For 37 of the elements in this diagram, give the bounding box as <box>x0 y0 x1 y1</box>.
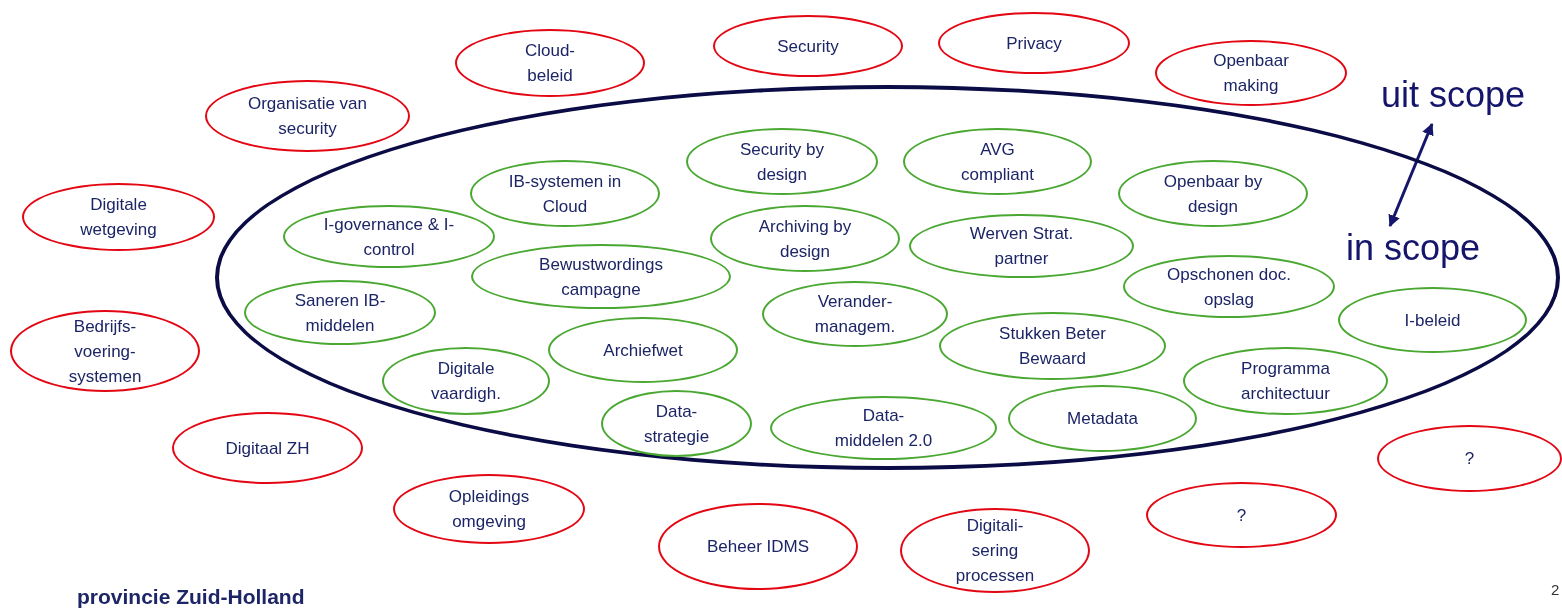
node-text: ? <box>1235 504 1248 527</box>
node-text: Programma architectuur <box>1240 358 1331 405</box>
node-text: Bewustwordings campagne <box>538 253 664 301</box>
node-text: Organisatie van security <box>246 93 369 140</box>
node-text: I-governance & I-control <box>322 213 456 261</box>
node-text: ? <box>1463 448 1476 470</box>
node-text: Bedrijfs-voering-systemen <box>67 315 143 388</box>
node-text: Archiving by design <box>757 215 853 263</box>
node-text: Openbaar making <box>1212 50 1290 97</box>
node-text: Opleidings omgeving <box>447 486 531 533</box>
node-text: AVG compliant <box>960 138 1035 186</box>
node-text: Security by design <box>738 138 826 186</box>
node-text: Digitale vaardigh. <box>430 358 502 405</box>
node-text: I-beleid <box>1403 309 1462 332</box>
node-text: Privacy <box>1005 32 1063 55</box>
footer-text: provincie Zuid-Holland <box>77 584 305 610</box>
node-text: Cloud-beleid <box>523 40 577 87</box>
node-text: Digitale wetgeving <box>79 194 158 241</box>
node-text: Beheer IDMS <box>705 536 810 558</box>
node-text: Metadata <box>1066 408 1139 430</box>
node-text: IB-systemen in Cloud <box>507 170 623 218</box>
node-text: Opschonen doc. opslag <box>1166 263 1292 311</box>
scope-text: uit scope <box>1380 73 1526 117</box>
node-text: Archiefwet <box>602 339 684 362</box>
node-text: Stukken Beter Bewaard <box>998 323 1107 370</box>
node-text: Openbaar by design <box>1162 170 1264 218</box>
page-number: 2 <box>1551 580 1560 600</box>
node-text: Verander-managem. <box>813 291 897 338</box>
node-text: Saneren IB-middelen <box>293 289 387 337</box>
node-text: Data-strategie <box>642 400 711 448</box>
double-arrow <box>1388 122 1434 228</box>
node-text: Werven Strat. partner <box>968 223 1075 270</box>
node-text: Digitaal ZH <box>224 437 311 460</box>
node-text: Digitali-sering processen <box>954 515 1036 587</box>
scope-text: in scope <box>1345 226 1481 270</box>
node-text: Security <box>776 35 840 58</box>
node-text: Data-middelen 2.0 <box>833 405 934 452</box>
